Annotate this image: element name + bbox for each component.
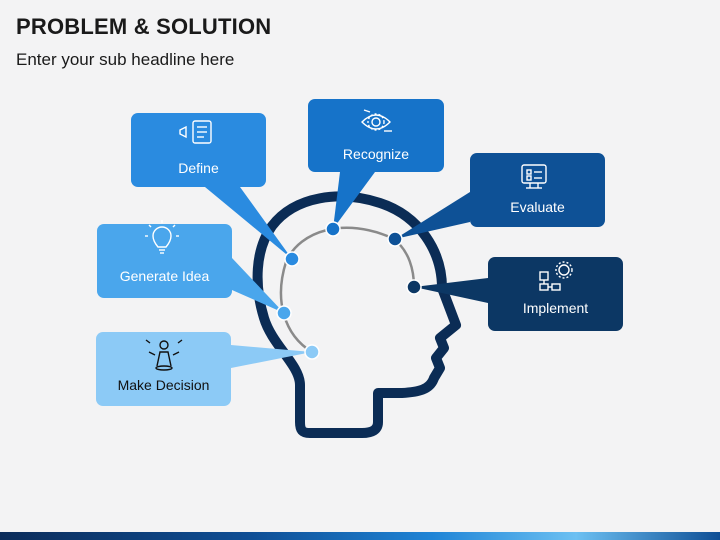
node-define [284, 251, 300, 267]
step-label-recognize: Recognize [342, 146, 410, 162]
step-implement[interactable] [414, 257, 623, 331]
step-define[interactable] [131, 113, 292, 259]
node-implement [406, 279, 422, 295]
step-generate-idea[interactable] [97, 224, 284, 313]
step-label-make-decision: Make Decision [117, 377, 210, 393]
step-label-evaluate: Evaluate [510, 199, 565, 215]
page-title: PROBLEM & SOLUTION [16, 14, 272, 39]
node-recognize [325, 221, 341, 237]
step-evaluate[interactable] [395, 153, 605, 239]
step-label-implement: Implement [522, 300, 589, 316]
step-make-decision[interactable] [96, 332, 312, 406]
head-outline [252, 191, 461, 438]
step-label-define: Define [178, 160, 219, 176]
node-generate-idea [276, 305, 292, 321]
node-evaluate [387, 231, 403, 247]
monitor-checklist-icon [521, 164, 547, 189]
step-label-generate-idea: Generate Idea [119, 268, 210, 284]
lightbulb-icon [145, 220, 179, 254]
checklist-megaphone-icon [179, 120, 212, 144]
footer-bar [0, 532, 720, 540]
page-subtitle: Enter your sub headline here [16, 50, 235, 69]
node-make-decision [304, 344, 320, 360]
eye-gear-icon [361, 109, 392, 132]
flowchart-gear-icon [539, 261, 573, 291]
person-arrows-icon [145, 339, 183, 371]
step-recognize[interactable] [308, 99, 444, 229]
